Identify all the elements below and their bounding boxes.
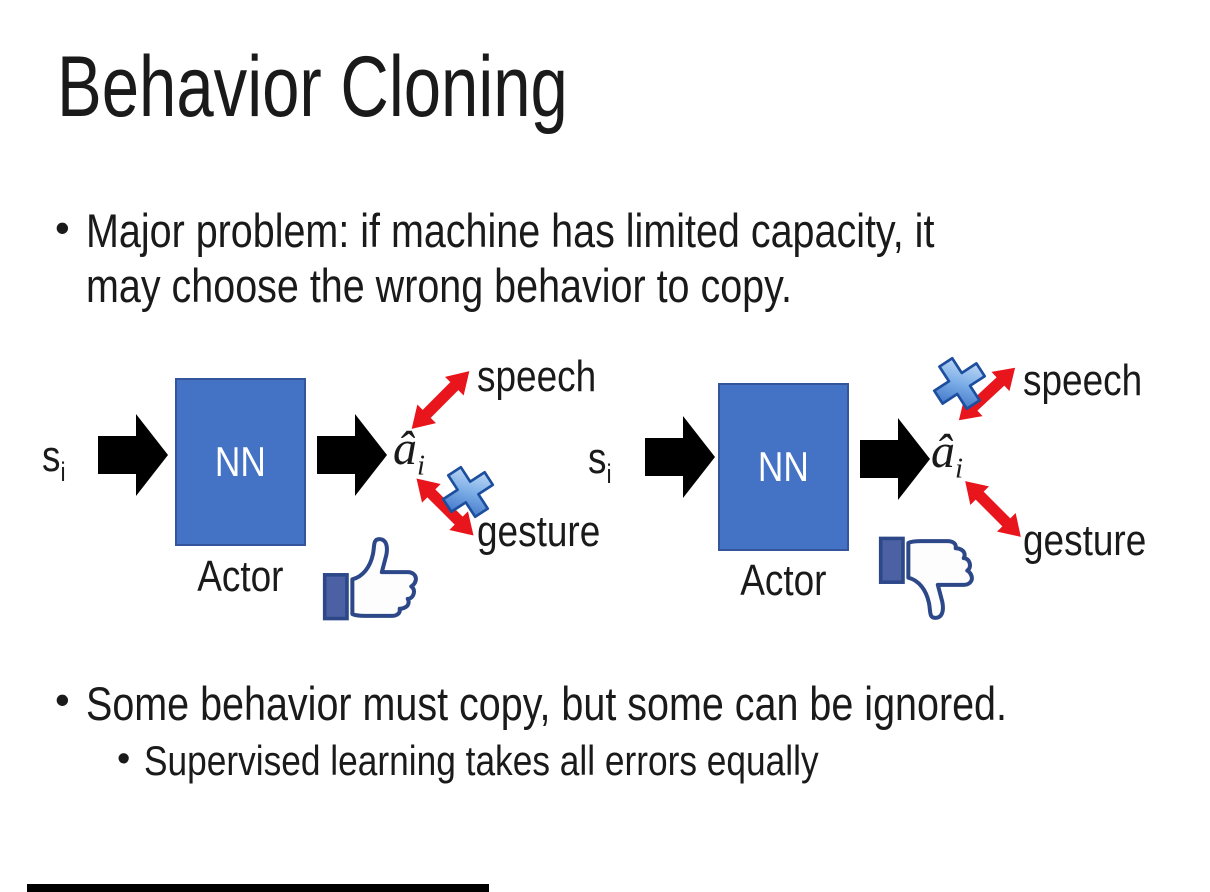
- gesture-label: gesture: [1023, 516, 1147, 565]
- input-arrow-icon: [98, 414, 168, 496]
- bullet-supervised: • Supervised learning takes all errors e…: [117, 737, 947, 785]
- gesture-double-arrow-icon: [965, 481, 1021, 537]
- state-input-label: si: [42, 432, 66, 487]
- nn-label: NN: [215, 438, 266, 485]
- speech-double-arrow-icon: [958, 367, 1016, 421]
- nn-box: NN: [175, 378, 306, 546]
- bottom-black-bar: [27, 884, 489, 892]
- output-arrow-icon: [317, 414, 387, 496]
- actor-label: Actor: [740, 556, 827, 605]
- page-title-text: Behavior Cloning: [57, 39, 568, 135]
- nn-label: NN: [758, 443, 809, 490]
- speech-label: speech: [1023, 356, 1143, 405]
- action-output-label: âi: [931, 425, 964, 485]
- input-arrow-icon: [645, 416, 715, 498]
- bullet-dot: •: [55, 204, 70, 251]
- page-title: Behavior Cloning: [57, 40, 712, 135]
- bullet-dot: •: [55, 676, 70, 723]
- bullet-line-2: may choose the wrong behavior to copy.: [85, 258, 792, 312]
- bullet-supervised-text: Supervised learning takes all errors equ…: [144, 737, 819, 784]
- bullet-major-problem-text: Major problem: if machine has limited ca…: [86, 204, 1096, 313]
- bullet-some-behavior-text: Some behavior must copy, but some can be…: [85, 677, 1007, 730]
- output-arrow-icon: [860, 418, 930, 500]
- bullet-major-problem: • Major problem: if machine has limited …: [55, 204, 1096, 313]
- cross-out-icon: [441, 465, 495, 519]
- action-output-label: âi: [393, 422, 426, 482]
- nn-box: NN: [718, 383, 849, 551]
- thumbs-up-icon: [322, 537, 418, 621]
- bullet-dot: •: [117, 738, 131, 780]
- gesture-label: gesture: [477, 507, 601, 556]
- bullet-some-behavior: • Some behavior must copy, but some can …: [55, 676, 1182, 731]
- actor-label: Actor: [197, 552, 284, 601]
- state-input-label: si: [588, 434, 612, 489]
- speech-double-arrow-icon: [411, 371, 470, 429]
- gesture-double-arrow-icon: [416, 478, 474, 536]
- thumbs-down-icon: [878, 536, 974, 620]
- bullet-line-1: Major problem: if machine has limited ca…: [85, 204, 935, 257]
- cross-out-icon: [932, 356, 987, 411]
- speech-label: speech: [477, 352, 597, 401]
